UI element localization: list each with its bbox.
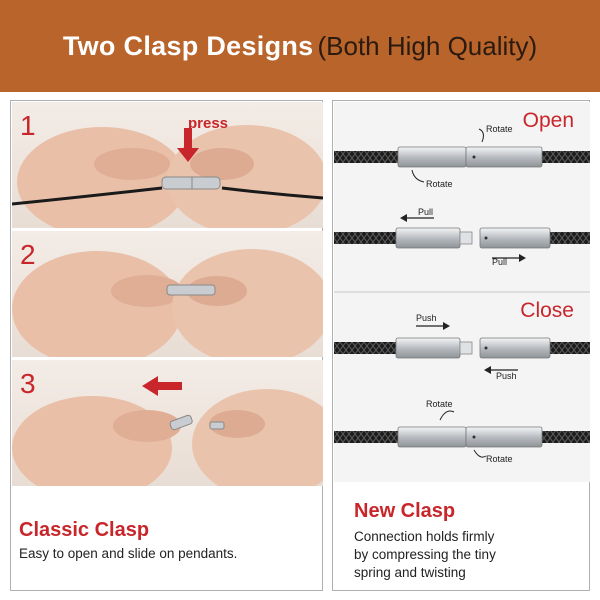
rotate-label-3: Rotate (426, 399, 453, 409)
classic-clasp-title: Classic Clasp (19, 519, 150, 541)
banner-title: Two Clasp Designs (62, 30, 314, 61)
new-clasp-line-3: spring and twisting (354, 565, 466, 580)
rotate-label-1: Rotate (486, 124, 513, 134)
close-label: Close (520, 299, 574, 322)
new-clasp-line-1: Connection holds firmly (354, 529, 495, 544)
header-banner: Two Clasp Designs (Both High Quality) (0, 0, 600, 92)
step-3-photo: 3 (12, 360, 323, 486)
step-2-number: 2 (20, 239, 36, 270)
classic-clasp-panel: 1 press 2 3 (10, 100, 323, 591)
step-2-photo: 2 (12, 231, 323, 357)
open-label: Open (522, 109, 574, 132)
new-clasp-line-2: by compressing the tiny (354, 547, 496, 562)
new-clasp-description: Connection holds firmly by compressing t… (354, 528, 584, 582)
new-clasp-diagram: Open Close Rotate Rotate Pull Pull Push … (334, 102, 590, 482)
rotate-label-4: Rotate (486, 454, 513, 464)
step-1-hands-illustration (12, 125, 323, 228)
banner-subtitle: (Both High Quality) (317, 30, 538, 61)
step-1-photo: 1 press (12, 102, 323, 228)
step-2-hands-illustration (12, 249, 323, 357)
rotate-label-2: Rotate (426, 179, 453, 189)
pull-label-1: Pull (418, 207, 434, 217)
new-clasp-panel: Open Close Rotate Rotate Pull Pull Push … (332, 100, 590, 591)
push-label-1: Push (416, 313, 437, 323)
step-1-number: 1 (20, 110, 36, 141)
press-label: press (188, 115, 229, 132)
classic-clasp-description: Easy to open and slide on pendants. (19, 546, 238, 561)
new-clasp-title: New Clasp (354, 500, 456, 522)
step-3-number: 3 (20, 368, 36, 399)
clasp-steps-illustration (334, 128, 590, 458)
step-3-hands-illustration (12, 376, 323, 486)
pull-label-2: Pull (492, 257, 508, 267)
push-label-2: Push (496, 371, 517, 381)
